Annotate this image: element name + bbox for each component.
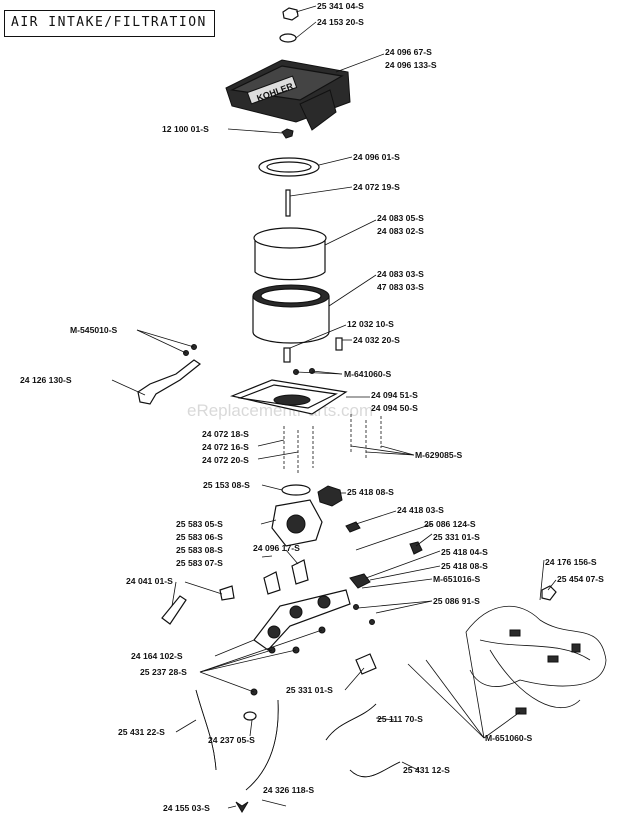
hose [325, 703, 377, 741]
part-label: 24 072 16-S [202, 442, 249, 452]
part-label: 25 331 01-S [433, 532, 480, 542]
spacer-block [263, 571, 281, 595]
part-label: 25 341 04-S [317, 1, 364, 11]
part-label: 12 032 10-S [347, 319, 394, 329]
fitting [349, 573, 371, 589]
air-cleaner-base [229, 379, 348, 415]
part-label: 25 583 08-S [176, 545, 223, 555]
part-label: 47 083 03-S [377, 282, 424, 292]
mount-bracket [219, 585, 235, 601]
part-labels: 25 341 04-S 24 153 20-S 24 096 67-S 24 0… [20, 1, 604, 813]
stud [285, 189, 291, 217]
throttle-body [271, 499, 323, 547]
part-label: 25 418 08-S [441, 561, 488, 571]
precleaner [253, 227, 327, 281]
part-label: 24 094 51-S [371, 390, 418, 400]
part-label: 24 083 02-S [377, 226, 424, 236]
fuel-rail [253, 589, 351, 651]
part-label: 24 096 67-S [385, 47, 432, 57]
cover-nut [279, 7, 299, 43]
part-label: 24 164 102-S [131, 651, 183, 661]
hose-inner [349, 761, 401, 778]
part-label: 24 072 20-S [202, 455, 249, 465]
cover-knob [281, 128, 294, 139]
part-label: 25 418 08-S [347, 487, 394, 497]
part-label: M-651016-S [433, 574, 481, 584]
hose-inner [245, 699, 279, 791]
part-label: 24 418 03-S [397, 505, 444, 515]
part-label: 24 096 133-S [385, 60, 437, 70]
leader-lines [111, 5, 557, 809]
part-label: 24 072 19-S [353, 182, 400, 192]
part-label: 24 153 20-S [317, 17, 364, 27]
seal-disc [258, 157, 320, 177]
part-label: 25 431 22-S [118, 727, 165, 737]
long-bolts [350, 414, 382, 460]
part-label: 25 454 07-S [557, 574, 604, 584]
part-label: 25 086 124-S [424, 519, 476, 529]
hose [195, 689, 217, 771]
spacer [335, 337, 343, 351]
air-cleaner-cover: KOHLER [225, 59, 351, 131]
diagram-title: AIR INTAKE/FILTRATION [4, 10, 215, 37]
watermark: eReplacementParts.com [187, 401, 373, 420]
part-label: 24 083 03-S [377, 269, 424, 279]
part-label: 24 032 20-S [353, 335, 400, 345]
part-label: M-651060-S [485, 733, 533, 743]
part-label: 24 041 01-S [126, 576, 173, 586]
clip [541, 585, 557, 601]
hose-fitting [355, 653, 377, 675]
hose-inner [325, 703, 377, 741]
part-label: 25 431 12-S [403, 765, 450, 775]
part-label: 24 126 130-S [20, 375, 72, 385]
mount-bracket [161, 595, 187, 625]
wiring-harness [465, 605, 607, 715]
part-label: 24 083 05-S [377, 213, 424, 223]
base-studs [283, 426, 314, 474]
spacer-block [291, 559, 309, 585]
part-label: 25 086 91-S [433, 596, 480, 606]
part-label: 24 096 01-S [353, 152, 400, 162]
part-label: 24 237 05-S [208, 735, 255, 745]
part-label: M-545010-S [70, 325, 118, 335]
part-label: 25 237 28-S [140, 667, 187, 677]
part-label: 24 096 17-S [253, 543, 300, 553]
hose-inner [195, 689, 217, 771]
clip [235, 801, 249, 813]
hose-clamp [243, 711, 257, 721]
fitting [409, 541, 423, 555]
part-label: 25 418 04-S [441, 547, 488, 557]
part-label: 25 583 07-S [176, 558, 223, 568]
part-label: 25 331 01-S [286, 685, 333, 695]
part-label: M-641060-S [344, 369, 392, 379]
part-label: 24 072 18-S [202, 429, 249, 439]
part-label: M-629085-S [415, 450, 463, 460]
part-label: 25 111 70-S [377, 714, 423, 724]
part-label: 25 583 05-S [176, 519, 223, 529]
part-label: 12 100 01-S [162, 124, 209, 134]
part-label: 24 094 50-S [371, 403, 418, 413]
part-label: 24 155 03-S [163, 803, 210, 813]
fitting [345, 521, 361, 533]
air-filter-element [252, 284, 330, 344]
part-label: 24 326 118-S [263, 785, 314, 795]
part-label: 24 176 156-S [545, 557, 597, 567]
part-label: 25 583 06-S [176, 532, 223, 542]
part-label: 25 153 08-S [203, 480, 250, 490]
support-bracket [137, 359, 202, 405]
intake-elbow [317, 485, 343, 507]
sleeve [283, 347, 291, 363]
gasket [281, 484, 311, 496]
